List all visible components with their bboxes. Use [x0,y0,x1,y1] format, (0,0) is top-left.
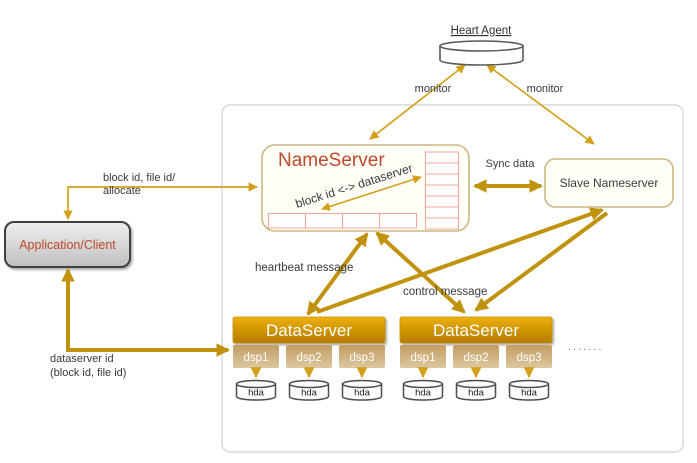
dsp-box [233,345,279,368]
control-arrow-slave-ds2 [474,211,609,312]
monitor-label-left: monitor [415,83,452,95]
hda-cylinder-top [402,379,444,389]
hda-cylinder-top [341,379,383,389]
request-label-line1: block id, file id/ [103,172,176,184]
nameserver-box: NameServer block id <-> dataserver [261,144,470,232]
slave-nameserver-label: Slave Nameserver [560,176,659,190]
dataserver-1-title: DataServer [266,321,352,340]
hda-cylinder [288,383,330,401]
dsp-label: dsp2 [464,352,489,364]
application-client-box: Application/Client [4,221,131,268]
application-client-border [4,221,131,268]
hda-cylinder [402,383,444,401]
block-id-elbow-arrow [63,182,258,220]
dsp-label: dsp3 [517,352,542,364]
nameserver-block-row [268,213,417,229]
dsp-box [286,345,332,368]
nameserver-title: NameServer [278,150,385,171]
disk-arrows [417,367,535,379]
dataserver-2-title: DataServer [433,321,519,340]
disk-arrows [250,367,368,379]
dsp-box [339,345,385,368]
table-cell [305,213,343,229]
dataserver-1-header [232,316,386,344]
response-label-line1: dataserver id [50,353,114,365]
dataserver-id-elbow-arrow [61,267,231,357]
application-client-label: Application/Client [19,238,116,252]
dsp-label: dsp3 [350,352,375,364]
dsp-label: dsp2 [297,352,322,364]
hda-cylinder [508,383,550,401]
table-cell [425,217,459,230]
dsp-label: dsp1 [244,352,269,364]
hda-cylinder [235,383,277,401]
table-cell [425,195,459,208]
hda-label: hda [248,388,265,399]
heartbeat-arrow-ds1-nameserver [306,232,369,316]
hda-cylinders: hda hda hda [235,379,383,401]
hda-label: hda [468,388,485,399]
dataserver-group-1: DataServer dsp1 dsp2 dsp3 hda hda hda [232,316,386,401]
sync-data-label: Sync data [486,158,536,170]
table-cell [425,162,459,175]
slave-nameserver-border [544,158,674,208]
monitor-arrow-left [369,64,466,140]
hda-label: hda [415,388,432,399]
table-cell [425,206,459,219]
heartbeat-message-label: heartbeat message [255,262,353,274]
heart-agent-label: Heart Agent [451,25,513,37]
heartbeat-arrow-ds1-slave [316,207,604,314]
request-label-line2: allocate [103,185,141,197]
table-cell [425,173,459,186]
table-cell [268,213,306,229]
hda-cylinder-top [455,379,497,389]
hda-label: hda [521,388,538,399]
heart-agent-cylinder-top [439,40,524,52]
hda-label: hda [354,388,371,399]
thin-arrows [63,64,595,220]
slave-nameserver-box: Slave Nameserver [544,158,674,208]
table-cell [379,213,417,229]
dsp-box [400,345,446,368]
more-dataservers-ellipsis: ....... [568,341,603,353]
dsp-box [506,345,552,368]
dsp-label: dsp1 [411,352,436,364]
dataserver-group-2: DataServer dsp1 dsp2 dsp3 hda hda hda [399,316,553,401]
hda-cylinder-top [288,379,330,389]
hda-cylinder-top [235,379,277,389]
thick-arrows [61,179,609,357]
dsp-box [453,345,499,368]
response-label-line2: (block id, file id) [50,367,126,379]
monitor-label-right: monitor [527,83,564,95]
arrow-nameserver-ds2 [375,231,466,314]
control-message-label: control message [403,286,487,298]
table-cell [342,213,380,229]
heart-agent: Heart Agent [439,25,524,66]
hda-cylinder-top [508,379,550,389]
nameserver-block-table [425,151,459,230]
hda-cylinders: hda hda hda [402,379,550,401]
table-cell [425,184,459,197]
hda-cylinder [341,383,383,401]
table-cell [425,151,459,164]
hda-cylinder [455,383,497,401]
dataserver-2-header [399,316,553,344]
mapping-arrow [321,175,422,211]
hda-label: hda [301,388,318,399]
monitor-arrow-right [486,64,595,145]
